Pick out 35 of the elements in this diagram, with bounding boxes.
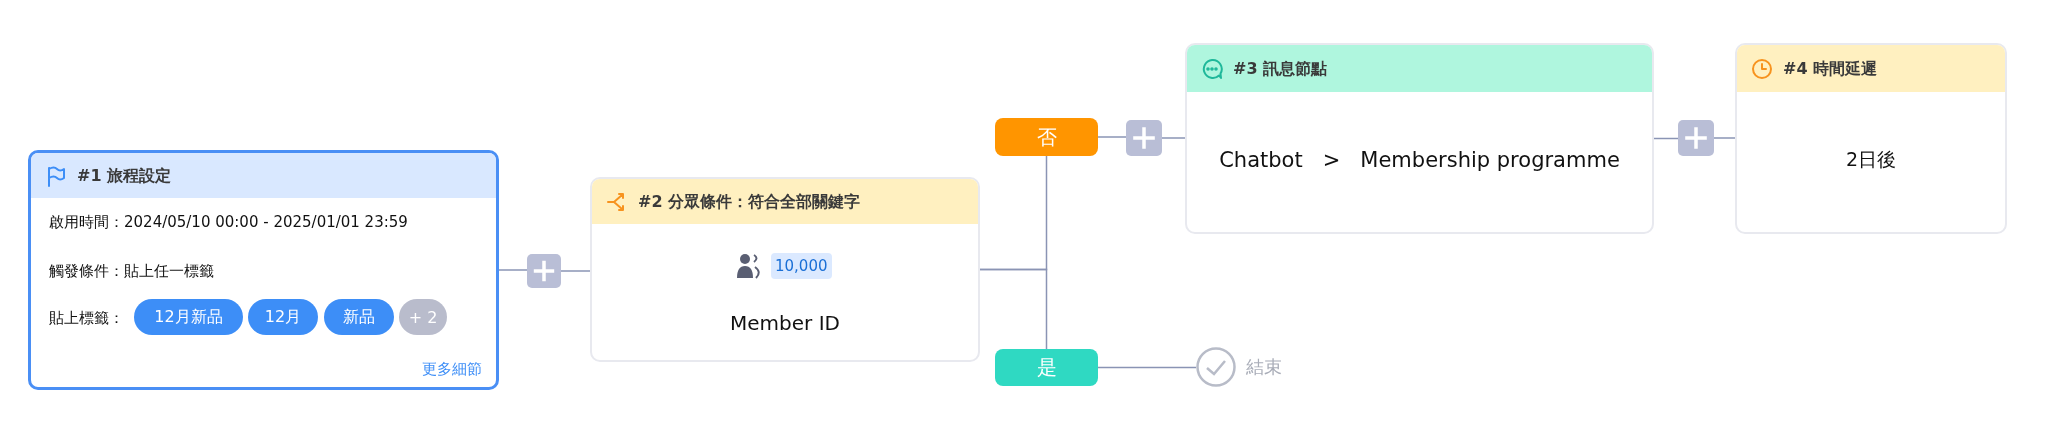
node-card [28,150,499,390]
node-card [1735,43,2007,234]
tag-chip: + 2 [399,299,447,335]
connector-line [979,268,1048,350]
connector-line [1161,137,1186,139]
connector-line [1713,137,1736,139]
node-text: 貼上標籤： [49,308,124,329]
add-step-button [1678,120,1714,156]
connector-line [1097,136,1127,138]
end-check-icon [1196,347,1236,387]
node-text: 啟用時間：2024/05/10 00:00 - 2025/01/01 23:59 [49,212,408,233]
connector-line [1653,137,1679,140]
tag-chip: 新品 [324,299,394,335]
connector-line [560,270,591,272]
count-badge: 10,000 [771,253,832,279]
connector-line [1097,366,1197,369]
node-title: #1 旅程設定 [77,164,172,187]
node-text: Chatbot > Membership programme [1218,147,1621,174]
node-text: Member ID [729,310,841,337]
node-title: #3 訊息節點 [1233,57,1328,80]
node-card [1185,43,1654,234]
branch-label: 否 [995,118,1098,156]
node-card [590,177,980,362]
add-step-button [1126,120,1162,156]
node-title: #4 時間延遲 [1783,57,1878,80]
node-title: #2 分眾條件：符合全部關鍵字 [638,190,861,213]
more-details-link: 更多細節 [422,359,482,380]
tag-chip: 12月 [248,299,318,335]
connector-line [498,269,528,271]
branch-label: 是 [995,349,1098,386]
add-step-button [527,254,561,288]
end-label: 結束 [1246,355,1282,379]
tag-chip: 12月新品 [134,299,243,335]
node-text: 2日後 [1844,147,1898,172]
node-text: 觸發條件：貼上任一標籤 [49,261,214,282]
